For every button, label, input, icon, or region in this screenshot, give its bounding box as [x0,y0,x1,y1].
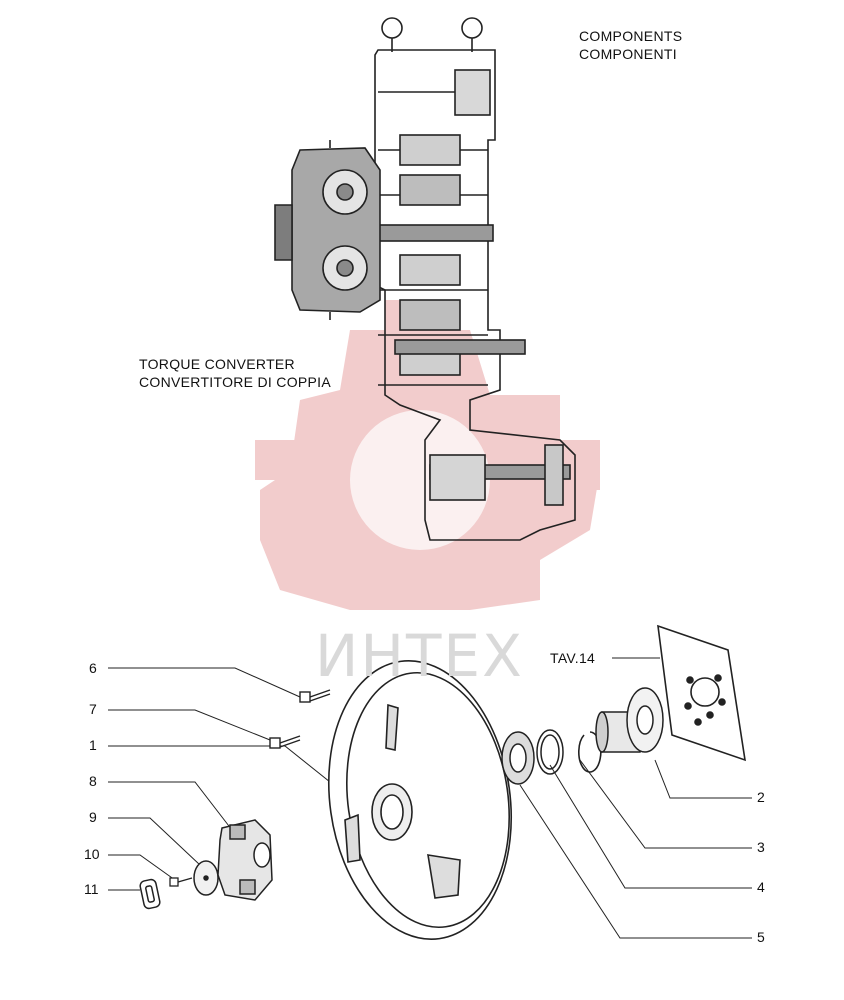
lifting-eye-right-icon [461,17,483,39]
reference-table-label: TAV.14 [550,650,596,666]
leader-1 [108,745,341,791]
leader-7 [108,709,276,743]
part-8-coupling [217,819,273,901]
torque-converter-label-en: TORQUE CONVERTER [139,356,295,372]
leader-2 [654,759,752,799]
callout-6: 6 [89,660,97,676]
callout-2: 2 [757,789,765,805]
callout-3: 3 [757,839,765,855]
part-4-ring [536,729,564,775]
leader-8 [108,781,233,831]
callout-10: 10 [84,846,100,862]
leader-9 [108,817,201,866]
callout-11: 11 [84,881,99,897]
callout-7: 7 [89,701,97,717]
part-5-bearing [501,731,535,785]
leader-10 [108,854,176,881]
leader-3 [579,759,752,849]
tav14-flex-plate [657,624,746,762]
callout-1: 1 [89,737,97,753]
lifting-eye-left-icon [381,17,403,39]
components-label-en: COMPONENTS [579,28,683,44]
part-10-screw [169,877,193,887]
leader-5 [519,784,752,939]
callout-4: 4 [757,879,765,895]
watermark-gear-hole [350,410,490,550]
leader-6 [108,667,301,698]
leader-4 [549,764,752,889]
part-9-washer [193,860,219,896]
callout-9: 9 [89,809,97,825]
part-1-converter-cover [327,659,513,941]
callout-8: 8 [89,773,97,789]
torque-converter-housing [274,140,381,320]
part-11-lock-plate [139,878,161,910]
torque-converter-label-it: CONVERTITORE DI COPPIA [139,374,332,390]
callout-5: 5 [757,929,765,945]
part-7-bolt [269,735,301,749]
part-6-bolt [299,689,331,703]
components-label-it: COMPONENTI [579,46,677,62]
leader-lines [108,657,752,939]
part-2-splined-hub [595,687,664,753]
watermark-text: ИНТЕХ [315,622,524,690]
